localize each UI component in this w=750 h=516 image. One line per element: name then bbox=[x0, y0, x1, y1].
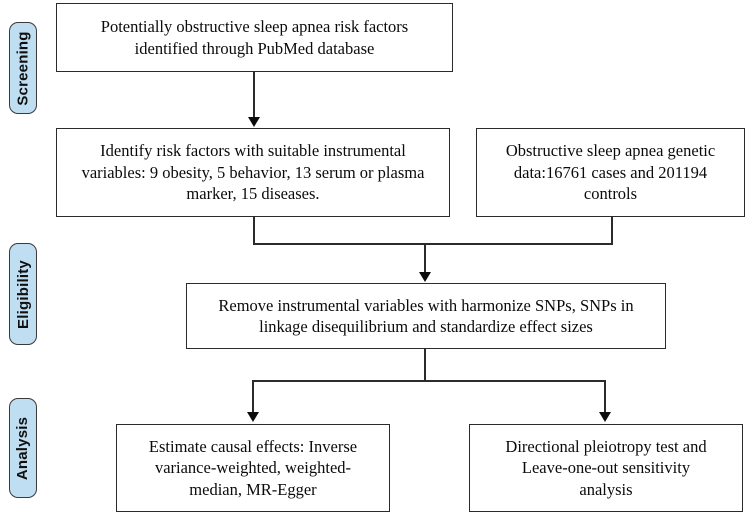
arrowhead-sensitivity bbox=[599, 412, 611, 422]
arrowhead-causal-effects bbox=[247, 412, 259, 422]
connector-split-left bbox=[252, 380, 254, 415]
arrowhead-harmonize bbox=[419, 272, 431, 282]
node-sensitivity: Directional pleiotropy test and Leave-on… bbox=[469, 424, 743, 512]
node-causal-effects-text: Estimate causal effects: Inverse varianc… bbox=[149, 436, 357, 500]
node-sensitivity-line1: Directional pleiotropy test and bbox=[505, 436, 707, 456]
connector-source-to-risk-factors bbox=[253, 72, 255, 118]
node-genetic-data-line3: controls bbox=[583, 184, 638, 204]
node-source-text: Potentially obstructive sleep apnea risk… bbox=[101, 16, 408, 59]
stage-label-screening: Screening bbox=[14, 30, 32, 106]
node-causal-effects-line2: variance-weighted, weighted- bbox=[154, 458, 352, 478]
node-harmonize: Remove instrumental variables with harmo… bbox=[186, 283, 666, 349]
stage-label-analysis: Analysis bbox=[14, 416, 32, 480]
connector-genetic-data-drop bbox=[611, 217, 613, 244]
node-source-line2: identified through PubMed database bbox=[134, 38, 375, 58]
stage-label-eligibility: Eligibility bbox=[14, 259, 32, 329]
stage-badge-screening: Screening bbox=[9, 22, 37, 114]
connector-merge-to-harmonize bbox=[424, 243, 426, 279]
node-causal-effects: Estimate causal effects: Inverse varianc… bbox=[116, 424, 390, 512]
connector-harmonize-drop bbox=[424, 349, 426, 382]
node-sensitivity-line3: analysis bbox=[579, 479, 633, 499]
node-sensitivity-line2: Leave-one-out sensitivity bbox=[521, 458, 691, 478]
node-risk-factors-text: Identify risk factors with suitable inst… bbox=[82, 140, 425, 204]
node-risk-factors: Identify risk factors with suitable inst… bbox=[56, 128, 450, 217]
node-risk-factors-line2: variables: 9 obesity, 5 behavior, 13 ser… bbox=[81, 162, 425, 182]
node-risk-factors-line1: Identify risk factors with suitable inst… bbox=[100, 141, 406, 161]
node-sensitivity-text: Directional pleiotropy test and Leave-on… bbox=[505, 436, 706, 500]
connector-merge-bar bbox=[253, 243, 613, 245]
stage-badge-analysis: Analysis bbox=[9, 398, 37, 498]
connector-split-bar bbox=[252, 380, 606, 382]
node-genetic-data: Obstructive sleep apnea genetic data:167… bbox=[476, 128, 745, 217]
node-source-line1: Potentially obstructive sleep apnea risk… bbox=[100, 17, 409, 37]
node-harmonize-line2: linkage disequilibrium and standardize e… bbox=[259, 317, 593, 336]
node-genetic-data-text: Obstructive sleep apnea genetic data:167… bbox=[506, 140, 715, 204]
connector-split-right bbox=[604, 380, 606, 415]
node-causal-effects-line1: Estimate causal effects: Inverse bbox=[148, 436, 358, 456]
node-genetic-data-line2: data:16761 cases and 201194 bbox=[513, 162, 708, 182]
node-causal-effects-line3: median, MR-Egger bbox=[189, 479, 317, 499]
connector-risk-factors-drop bbox=[253, 217, 255, 244]
node-harmonize-text: Remove instrumental variables with harmo… bbox=[218, 295, 633, 338]
node-harmonize-line1: Remove instrumental variables with harmo… bbox=[218, 295, 634, 315]
stage-badge-eligibility: Eligibility bbox=[9, 243, 37, 345]
node-genetic-data-line1: Obstructive sleep apnea genetic bbox=[505, 141, 716, 161]
node-risk-factors-line3: marker, 15 diseases. bbox=[186, 184, 320, 204]
arrowhead-risk-factors bbox=[248, 117, 260, 127]
node-source: Potentially obstructive sleep apnea risk… bbox=[56, 3, 453, 72]
